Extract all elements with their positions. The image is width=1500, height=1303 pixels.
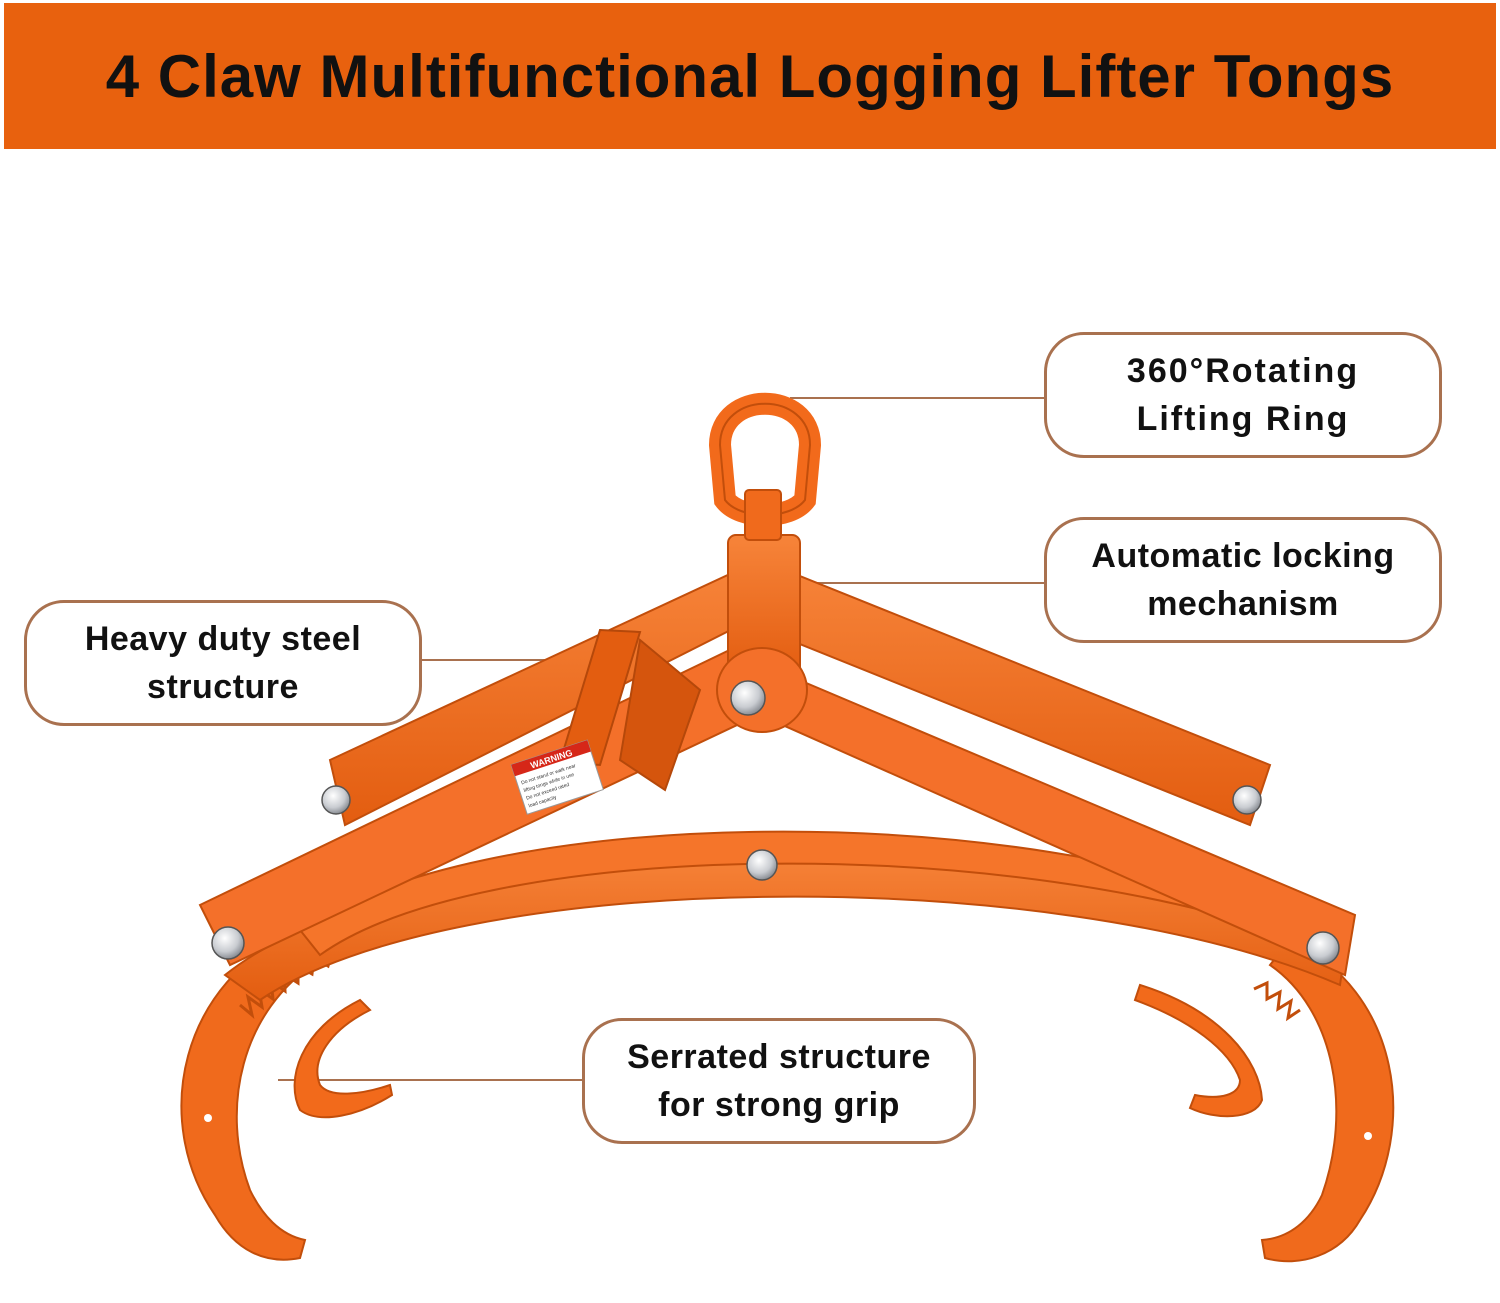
callout-automatic-locking: Automatic locking mechanism — [1044, 517, 1442, 643]
callout-rotating-lifting-ring: 360°Rotating Lifting Ring — [1044, 332, 1442, 458]
page-title: 4 Claw Multifunctional Logging Lifter To… — [105, 42, 1395, 110]
right-claw — [1133, 938, 1395, 1263]
bolt-arch-center — [746, 849, 778, 881]
callout-heavy-duty-steel: Heavy duty steel structure — [24, 600, 422, 726]
title-banner: 4 Claw Multifunctional Logging Lifter To… — [4, 3, 1496, 149]
bolt-left-upper — [321, 785, 351, 815]
bolt-right-upper — [1232, 785, 1262, 815]
bolts — [211, 680, 1340, 965]
bolt-right-lower — [1306, 931, 1340, 965]
bolt-left-lower — [211, 926, 245, 960]
lifting-ring — [708, 392, 822, 541]
callout-serrated-structure: Serrated structure for strong grip — [582, 1018, 976, 1144]
lever-arms — [198, 558, 1357, 977]
bolt-center — [730, 680, 766, 716]
